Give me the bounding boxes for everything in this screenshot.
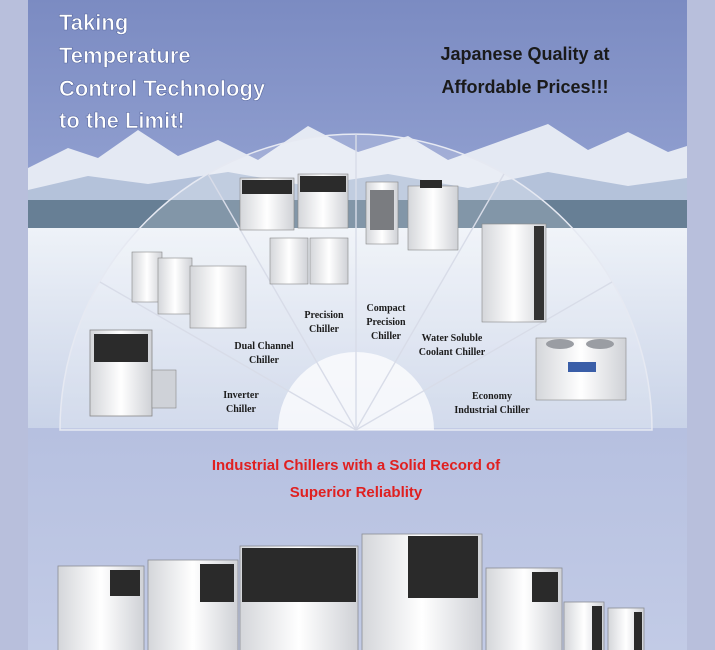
tagline: Industrial Chillers with a Solid Record … <box>212 457 501 501</box>
tagline-line-2: Superior Reliablity <box>290 484 423 501</box>
label-precision-line-1: Precision <box>304 310 344 321</box>
label-inverter-chiller: Inverter Chiller <box>223 390 259 415</box>
headline-line-4: to the Limit! <box>59 108 185 133</box>
left-margin <box>0 0 28 650</box>
label-compact-precision-chiller: Compact Precision Chiller <box>366 303 406 342</box>
fan-unit-dual-channel <box>131 251 247 329</box>
fan-unit-water-soluble <box>481 223 547 323</box>
label-water-line-1: Water Soluble <box>422 333 483 344</box>
label-water-soluble-coolant-chiller: Water Soluble Coolant Chiller <box>419 333 486 358</box>
label-economy-line-1: Economy <box>472 391 512 402</box>
slogan-line-1: Japanese Quality at <box>440 44 609 64</box>
headline-line-2: Temperature <box>59 43 191 68</box>
label-economy-line-2: Industrial Chiller <box>454 405 530 416</box>
label-compact-line-2: Precision <box>366 317 406 328</box>
chiller-lineup <box>57 533 645 650</box>
headline-line-3: Control Technology <box>59 76 266 101</box>
fan-dividers <box>99 134 613 431</box>
label-dual-channel-chiller: Dual Channel Chiller <box>234 341 293 366</box>
label-compact-line-1: Compact <box>367 303 407 314</box>
label-compact-line-3: Chiller <box>371 331 402 342</box>
product-fan: Inverter Chiller Dual Channel Chiller Pr… <box>59 133 653 431</box>
lineup-unit-1 <box>57 565 145 650</box>
fan-unit-compact-precision <box>365 180 459 251</box>
label-inverter-line-1: Inverter <box>223 390 259 401</box>
headline-line-1: Taking <box>59 10 128 35</box>
label-dual-line-1: Dual Channel <box>234 341 293 352</box>
tagline-line-1: Industrial Chillers with a Solid Record … <box>212 457 501 474</box>
lineup-unit-6 <box>563 601 605 650</box>
lineup-unit-7 <box>607 607 645 650</box>
chiller-poster: Taking Temperature Control Technology to… <box>28 0 687 650</box>
lineup-unit-4 <box>361 533 483 650</box>
headline: Taking Temperature Control Technology to… <box>59 10 266 134</box>
label-precision-chiller: Precision Chiller <box>304 310 344 335</box>
label-dual-line-2: Chiller <box>249 355 280 366</box>
fan-unit-precision <box>239 173 349 285</box>
lineup-unit-2 <box>147 559 239 650</box>
slogan: Japanese Quality at Affordable Prices!!! <box>440 44 609 97</box>
slogan-line-2: Affordable Prices!!! <box>441 77 608 97</box>
label-water-line-2: Coolant Chiller <box>419 347 486 358</box>
fan-unit-inverter <box>89 329 177 417</box>
fan-unit-economy <box>535 337 627 401</box>
lineup-unit-5 <box>485 567 563 650</box>
label-precision-line-2: Chiller <box>309 324 340 335</box>
label-inverter-line-2: Chiller <box>226 404 257 415</box>
right-margin <box>687 0 715 650</box>
poster-canvas: Taking Temperature Control Technology to… <box>28 0 687 650</box>
lineup-unit-3 <box>239 545 359 650</box>
label-economy-industrial-chiller: Economy Industrial Chiller <box>454 391 530 416</box>
tree-line <box>28 200 687 230</box>
